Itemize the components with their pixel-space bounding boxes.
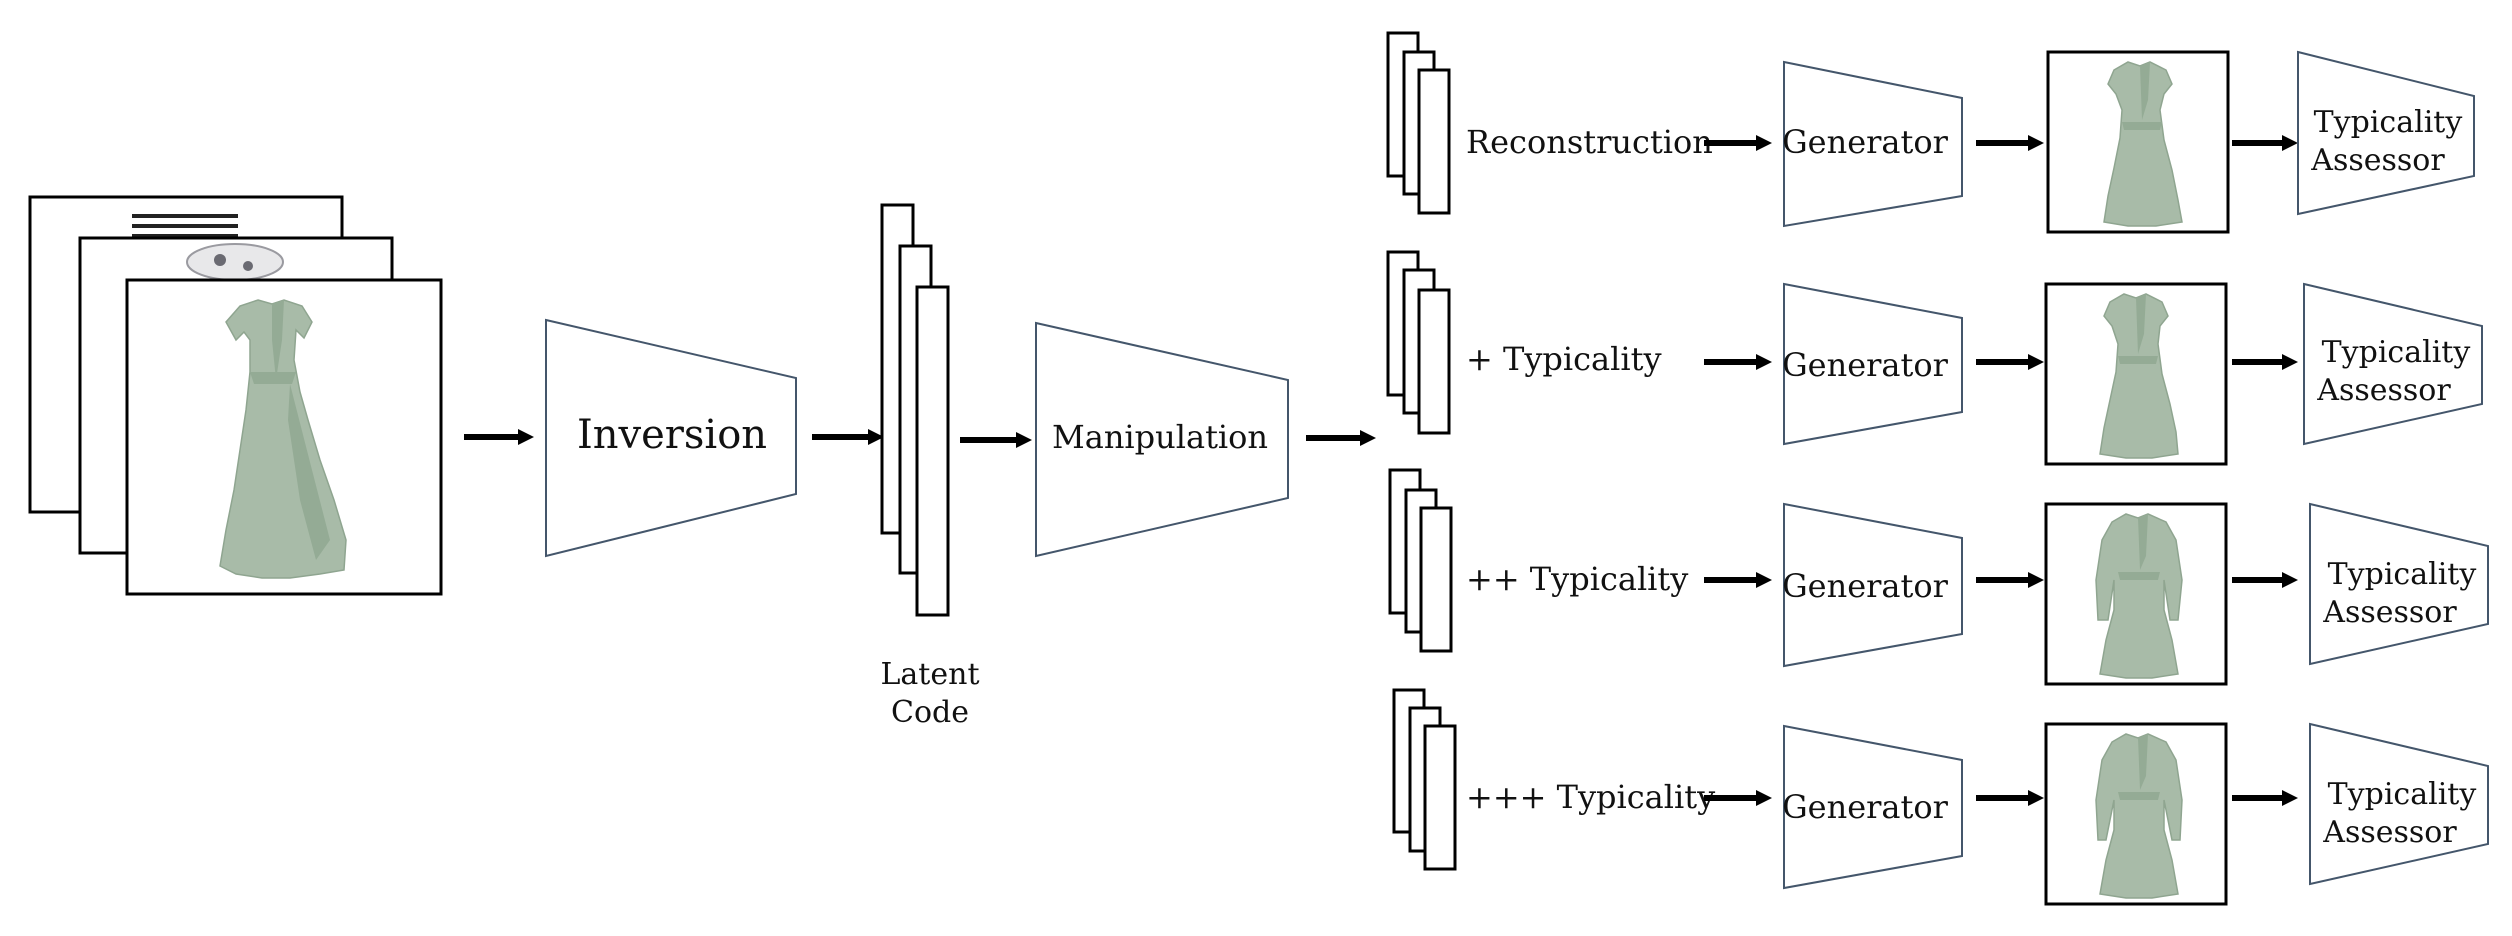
assessor-trapezoid bbox=[2309, 722, 2489, 886]
assessor-trapezoid bbox=[2309, 502, 2489, 666]
latent-code-layer-3 bbox=[915, 285, 950, 617]
row-label: +++ Typicality bbox=[1466, 778, 1715, 816]
output-rows: Reconstruction Generator Typic bbox=[1386, 31, 2489, 906]
row-arrow-to-image bbox=[1976, 135, 2044, 151]
row-arrow-to-generator bbox=[1704, 354, 1772, 370]
row-latent-stack bbox=[1388, 468, 1453, 653]
row-latent-stack bbox=[1386, 31, 1451, 215]
generator-label: Generator bbox=[1782, 346, 1949, 384]
generator-trapezoid bbox=[1783, 60, 1963, 228]
latent-code-label-line1: Latent bbox=[881, 657, 980, 692]
row-arrow-to-generator bbox=[1704, 572, 1772, 588]
input-dress-image bbox=[219, 299, 347, 579]
row-arrow-to-image bbox=[1976, 572, 2044, 588]
generator-label: Generator bbox=[1782, 123, 1949, 161]
generator-trapezoid bbox=[1783, 282, 1963, 446]
generated-dress-image bbox=[2103, 61, 2183, 227]
output-row: ++ Typicality Generator Typica bbox=[1388, 468, 2489, 686]
generated-dress-image bbox=[2095, 513, 2183, 679]
inversion-label: Inversion bbox=[577, 412, 767, 458]
row-latent-stack bbox=[1386, 250, 1451, 435]
assessor-label-line2: Assessor bbox=[2322, 595, 2457, 630]
latent-code-label-line2: Code bbox=[891, 695, 969, 730]
assessor-label-line2: Assessor bbox=[2310, 143, 2445, 178]
arrow-latent-to-manipulation bbox=[960, 432, 1032, 448]
arrow-manipulation-to-rows bbox=[1306, 430, 1376, 446]
output-row: Reconstruction Generator Typic bbox=[1386, 31, 2475, 234]
generator-label: Generator bbox=[1782, 567, 1949, 605]
floral-dress-thumbnail bbox=[186, 243, 284, 281]
generator-label: Generator bbox=[1782, 788, 1949, 826]
assessor-label-line2: Assessor bbox=[2316, 373, 2451, 408]
output-row: + Typicality Generator Typical bbox=[1386, 250, 2483, 466]
row-label: Reconstruction bbox=[1466, 123, 1713, 161]
row-arrow-to-assessor bbox=[2232, 354, 2298, 370]
assessor-label-line1: Typicality bbox=[2322, 335, 2471, 370]
row-arrow-to-image bbox=[1976, 790, 2044, 806]
row-arrow-to-generator bbox=[1704, 135, 1772, 151]
manipulation-trapezoid bbox=[1035, 321, 1289, 558]
assessor-label-line1: Typicality bbox=[2328, 557, 2477, 592]
row-arrow-to-generator bbox=[1704, 790, 1772, 806]
assessor-label-line2: Assessor bbox=[2322, 815, 2457, 850]
manipulation-label: Manipulation bbox=[1052, 418, 1268, 456]
generated-dress-image bbox=[2095, 733, 2183, 899]
row-arrow-to-assessor bbox=[2232, 572, 2298, 588]
inversion-block: Inversion bbox=[545, 318, 797, 558]
generated-dress-image bbox=[2099, 293, 2179, 459]
inversion-trapezoid bbox=[545, 318, 797, 558]
output-row: +++ Typicality Generator Typic bbox=[1392, 688, 2489, 906]
assessor-label-line1: Typicality bbox=[2314, 105, 2463, 140]
latent-code-stack: Latent Code bbox=[880, 203, 980, 730]
row-latent-stack bbox=[1392, 688, 1457, 871]
row-label: ++ Typicality bbox=[1466, 560, 1688, 598]
row-label: + Typicality bbox=[1466, 340, 1662, 378]
generator-trapezoid bbox=[1783, 724, 1963, 890]
arrow-inversion-to-latent bbox=[812, 429, 884, 445]
input-image-stack bbox=[28, 195, 443, 596]
assessor-trapezoid bbox=[2297, 50, 2475, 216]
assessor-label-line1: Typicality bbox=[2328, 777, 2477, 812]
manipulation-block: Manipulation bbox=[1035, 321, 1289, 558]
generator-trapezoid bbox=[1783, 502, 1963, 668]
assessor-trapezoid bbox=[2303, 282, 2483, 446]
row-arrow-to-assessor bbox=[2232, 790, 2298, 806]
row-arrow-to-assessor bbox=[2232, 135, 2298, 151]
row-arrow-to-image bbox=[1976, 354, 2044, 370]
arrow-input-to-inversion bbox=[464, 429, 534, 445]
